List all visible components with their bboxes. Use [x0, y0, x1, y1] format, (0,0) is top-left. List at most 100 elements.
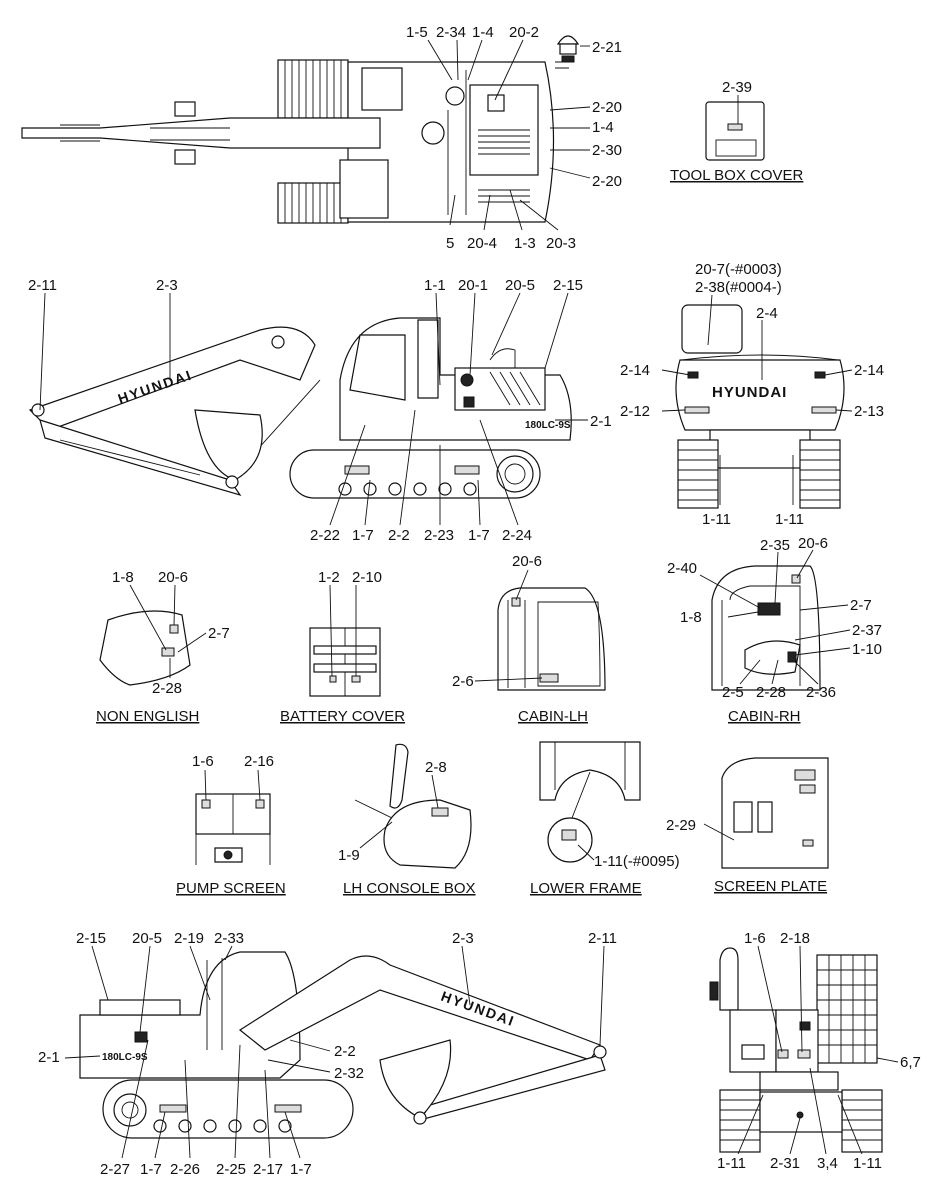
callout: 2-20 [592, 173, 622, 190]
callout: 1-11 [853, 1155, 882, 1172]
callout: 2-18 [780, 930, 810, 947]
callout: 1-3 [514, 235, 536, 252]
callout: 2-4 [756, 305, 778, 322]
callout: 2-34 [436, 24, 466, 41]
callout: 20-2 [509, 24, 539, 41]
callout: 2-21 [592, 39, 622, 56]
callout: 2-11 [588, 930, 617, 947]
callout: 2-5 [722, 684, 744, 701]
front-view: 1-6 2-18 6,7 1-11 2-31 3,4 1-11 [709, 930, 921, 1172]
callout: 1-11 [702, 511, 731, 528]
cabin-lh-view: 20-6 2-6 CABIN-LH [452, 553, 606, 725]
callout: 1-8 [680, 609, 702, 626]
caption-battery-cover: BATTERY COVER [280, 708, 405, 725]
callout: 2-3 [452, 930, 474, 947]
tool-box-cover-view: 2-39 TOOL BOX COVER [670, 79, 804, 184]
callout: 1-5 [406, 24, 428, 41]
front-track-right [841, 1089, 883, 1153]
caption-pump-screen: PUMP SCREEN [176, 880, 286, 897]
callout: 1-11(-#0095) [594, 853, 680, 870]
callout: 1-8 [112, 569, 134, 586]
screen-plate-view: 2-29 SCREEN PLATE [666, 757, 829, 895]
cabin-rh-view: 2-35 20-6 2-40 2-7 1-8 2-37 1-10 2-5 2-2… [667, 535, 882, 725]
top-view: 1-5 2-34 1-4 20-2 2-21 2-20 1-4 2-30 2-2… [21, 24, 622, 252]
top-boom [21, 117, 381, 149]
top-decal-20-2 [487, 94, 505, 112]
top-tool-box [339, 159, 389, 219]
rear-counterweight [675, 359, 845, 431]
callout: 1-2 [318, 569, 340, 586]
top-fuel-cap [445, 86, 465, 106]
callout: 2-6 [452, 673, 474, 690]
battery-cover-view: 1-2 2-10 BATTERY COVER [280, 569, 405, 725]
callout: 20-7(-#0003) [695, 261, 782, 278]
callout: 2-14 [620, 362, 650, 379]
callout: 1-6 [192, 753, 214, 770]
callout: 20-6 [798, 535, 828, 552]
callout: 2-28 [152, 680, 182, 697]
side-boom [28, 326, 316, 431]
top-cab-box [361, 67, 403, 111]
callout: 1-7 [468, 527, 490, 544]
caption-cabin-rh: CABIN-RH [728, 708, 801, 725]
caption-lh-console-box: LH CONSOLE BOX [343, 880, 476, 897]
callout: 2-25 [216, 1161, 246, 1178]
front-cab-guard [816, 954, 878, 1064]
top-bucket-link-b [174, 149, 196, 165]
callout: 2-38(#0004-) [695, 279, 782, 296]
callout: 2-10 [352, 569, 382, 586]
non-english-view: 1-8 20-6 2-7 2-28 NON ENGLISH [96, 569, 230, 725]
callout: 2-37 [852, 622, 882, 639]
callout: 1-10 [852, 641, 882, 658]
callout: 1-4 [592, 119, 614, 136]
callout: 2-16 [244, 753, 274, 770]
bottom-side-view: 180LC-9S HYUNDAI 2-15 20-5 2- [38, 930, 617, 1178]
callout: 2-7 [850, 597, 872, 614]
callout: 2-30 [592, 142, 622, 159]
callout: 1-1 [424, 277, 446, 294]
side-bucket [194, 409, 263, 481]
callout: 2-7 [208, 625, 230, 642]
caption-screen-plate: SCREEN PLATE [714, 878, 827, 895]
caption-cabin-lh: CABIN-LH [518, 708, 588, 725]
lh-console-box-view: 2-8 1-9 LH CONSOLE BOX [338, 743, 476, 897]
callout: 2-2 [334, 1043, 356, 1060]
callout: 1-11 [717, 1155, 746, 1172]
side-view: 180LC-9S HYUNDAI 2-11 2-3 1- [28, 277, 612, 544]
callout: 2-19 [174, 930, 204, 947]
callout: 2-33 [214, 930, 244, 947]
callout: 2-24 [502, 527, 532, 544]
callout: 2-40 [667, 560, 697, 577]
callout: 2-14 [854, 362, 884, 379]
callout: 2-8 [425, 759, 447, 776]
callout: 2-15 [76, 930, 106, 947]
callout: 2-39 [722, 79, 752, 96]
callout: 20-1 [458, 277, 488, 294]
lower-frame-view: 1-11(-#0095) LOWER FRAME [530, 741, 680, 897]
front-track-left [719, 1089, 761, 1153]
bottom-model-decal: 180LC-9S [102, 1052, 148, 1063]
callout: 2-2 [388, 527, 410, 544]
rear-track-left [677, 439, 719, 509]
callout: 20-6 [512, 553, 542, 570]
caption-tool-box-cover: TOOL BOX COVER [670, 167, 804, 184]
callout: 2-20 [592, 99, 622, 116]
callout: 6,7 [900, 1054, 921, 1071]
callout: 20-3 [546, 235, 576, 252]
callout: 2-23 [424, 527, 454, 544]
callout: 2-31 [770, 1155, 800, 1172]
beacon-icon [555, 35, 580, 69]
callout: 2-1 [590, 413, 612, 430]
bottom-boom [238, 955, 601, 1061]
callout: 2-26 [170, 1161, 200, 1178]
callout: 2-27 [100, 1161, 130, 1178]
callout: 2-22 [310, 527, 340, 544]
callout: 2-3 [156, 277, 178, 294]
pump-screen-view: 1-6 2-16 PUMP SCREEN [176, 753, 286, 897]
callout: 2-17 [253, 1161, 283, 1178]
callout: 1-7 [290, 1161, 312, 1178]
callout: 20-5 [505, 277, 535, 294]
rear-brand-decal: HYUNDAI [712, 384, 787, 401]
callout: 1-9 [338, 847, 360, 864]
